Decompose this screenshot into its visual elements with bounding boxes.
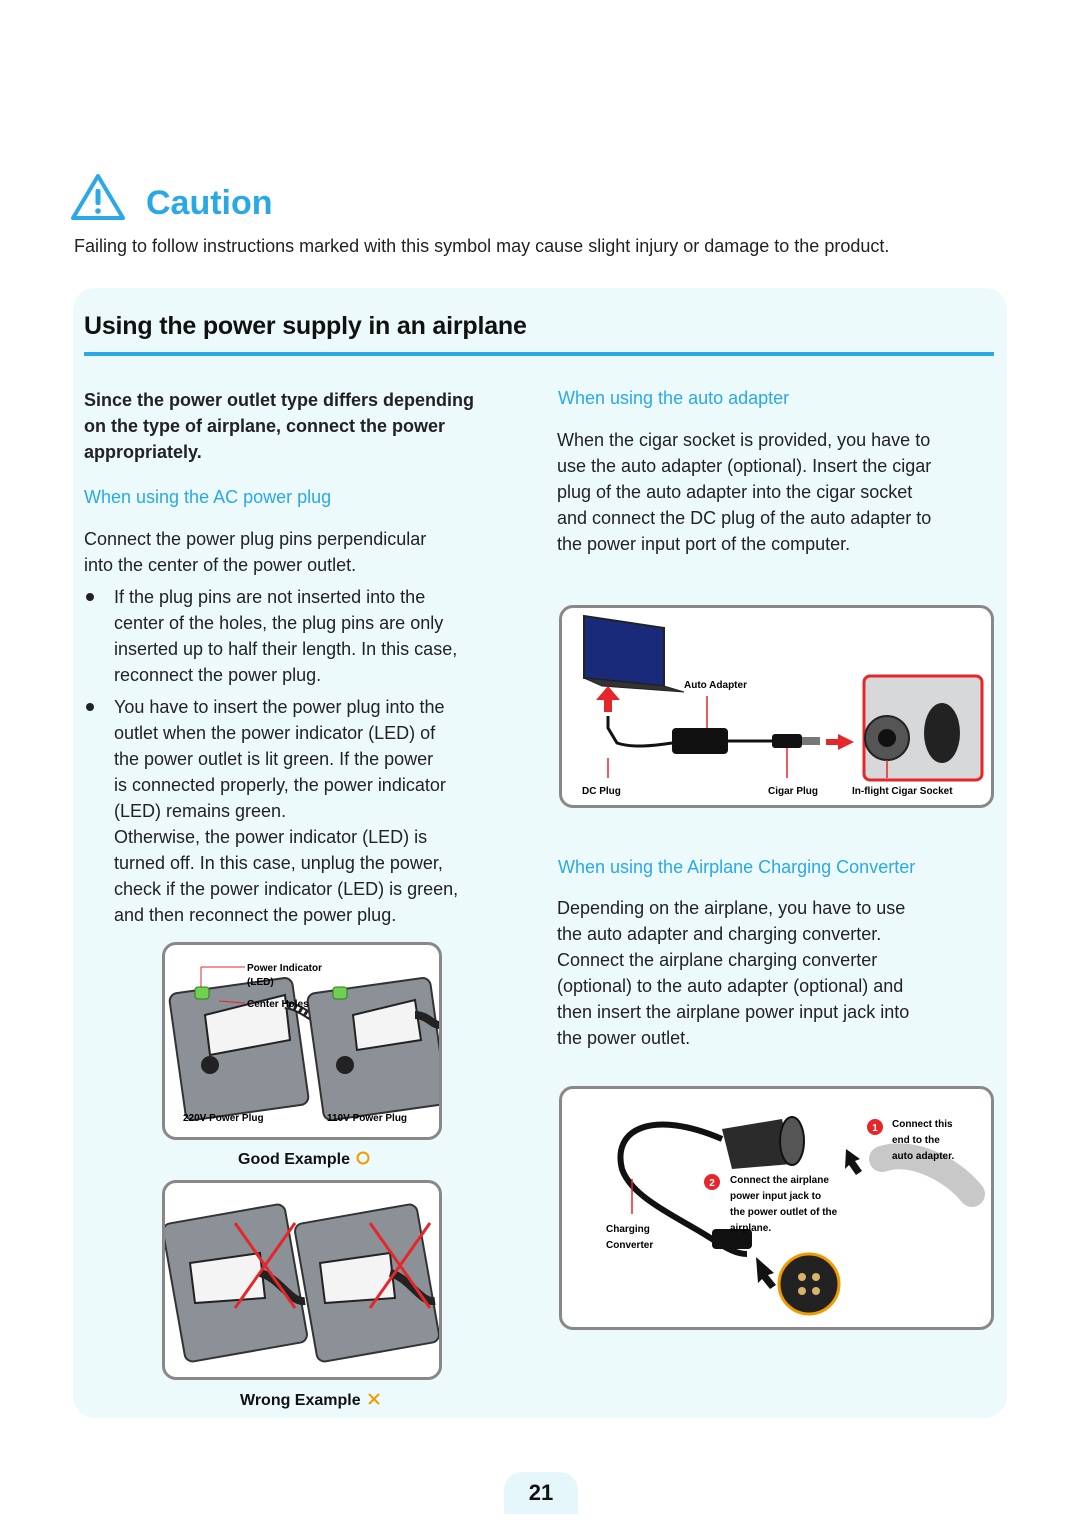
intro-line: on the type of airplane, connect the pow… [84,416,446,436]
auto-text-line: and connect the DC plug of the auto adap… [557,508,932,528]
step2-line: the power outlet of the [730,1207,838,1218]
plug-110-label: 110V Power Plug [327,1113,407,1124]
wrong-plug-illustration [162,1203,440,1363]
wrong-example-caption: Wrong Example [240,1392,381,1410]
converter-text-line: the auto adapter and charging converter. [557,924,882,944]
center-holes-label: Center Holes [247,999,309,1010]
wrong-example-figure [162,1180,442,1380]
caution-title: Caution [146,184,273,222]
auto-adapter-label: Auto Adapter [684,680,747,691]
bullet-line: outlet when the power indicator (LED) of [114,723,436,743]
ac-bullet-2: You have to insert the power plug into t… [114,694,458,928]
cigar-plug-label: Cigar Plug [768,786,818,797]
converter-label-line: Charging [606,1224,650,1235]
bullet-line: the power outlet is lit green. If the po… [114,749,434,769]
section-divider [84,352,994,356]
page-number-tab [504,1472,578,1514]
bullet-line: If the plug pins are not inserted into t… [114,587,426,607]
auto-text-line: When the cigar socket is provided, you h… [557,430,931,450]
cigar-socket-label: In-flight Cigar Socket [852,786,953,797]
bullet-line: reconnect the power plug. [114,665,322,685]
intro-line: Since the power outlet type differs depe… [84,390,475,410]
step2-line: Connect the airplane [730,1175,829,1186]
step1-number: 1 [872,1123,878,1134]
dc-plug-label: DC Plug [582,786,621,797]
bullet-line: center of the holes, the plug pins are o… [114,613,444,633]
bullet-dot [86,593,94,601]
plug-220-label: 220V Power Plug [183,1113,264,1124]
bullet-dot [86,703,94,711]
auto-text-line: use the auto adapter (optional). Insert … [557,456,932,476]
bullet-line: (LED) remains green. [114,801,287,821]
section-title: Using the power supply in an airplane [84,312,527,340]
bullet-line: is connected properly, the power indicat… [114,775,446,795]
step2-line: power input jack to [730,1191,821,1202]
ac-heading: When using the AC power plug [84,487,332,507]
converter-heading: When using the Airplane Charging Convert… [558,857,916,877]
ac-text-line: into the center of the power outlet. [84,555,357,575]
converter-text-line: (optional) to the auto adapter (optional… [557,976,904,996]
converter-text: Depending on the airplane, you have to u… [557,895,909,1051]
auto-adapter-illustration: Auto Adapter DC Plug Cigar Plug In-fligh… [582,614,984,797]
page-number: 21 [528,1480,554,1505]
intro-line: appropriately. [84,442,202,462]
converter-text-line: Depending on the airplane, you have to u… [557,898,906,918]
ac-text: Connect the power plug pins perpendicula… [84,526,426,578]
wrong-example-label: Wrong Example [240,1392,361,1409]
caution-description: Failing to follow instructions marked wi… [74,236,890,256]
converter-text-line: the power outlet. [557,1028,691,1048]
good-example-figure: Power Indicator (LED) Center Holes 220V … [162,942,448,1140]
step2-line: airplane. [730,1223,771,1234]
converter-text-line: Connect the airplane charging converter [557,950,878,970]
good-example-caption: Good Example [238,1151,370,1169]
charging-converter-figure: 1 2 Connect this end to the auto adapter… [559,1086,994,1330]
bullet-line: turned off. In this case, unplug the pow… [114,853,443,873]
ac-bullet-1: If the plug pins are not inserted into t… [114,584,457,688]
auto-text-line: plug of the auto adapter into the cigar … [557,482,913,502]
step1-line: end to the [892,1135,940,1146]
bullet-line: inserted up to half their length. In thi… [114,639,458,659]
converter-text-line: then insert the airplane power input jac… [557,1002,910,1022]
good-example-label: Good Example [238,1151,351,1168]
warning-triangle-icon [71,174,125,220]
bullet-line: You have to insert the power plug into t… [114,697,445,717]
step2-number: 2 [709,1178,715,1189]
step1-line: auto adapter. [892,1151,954,1162]
auto-adapter-figure: Auto Adapter DC Plug Cigar Plug In-fligh… [559,605,994,808]
step1-line: Connect this [892,1119,953,1130]
auto-text: When the cigar socket is provided, you h… [557,427,931,557]
circle-correct-icon [356,1151,370,1165]
charging-converter-illustration: 1 2 Connect this end to the auto adapter… [606,1116,985,1316]
converter-label-line: Converter [606,1240,653,1251]
bullet-line: check if the power indicator (LED) is gr… [114,879,459,899]
auto-heading: When using the auto adapter [558,388,790,408]
ac-text-line: Connect the power plug pins perpendicula… [84,529,427,549]
led-label-line1: Power Indicator [247,963,322,974]
led-label-line2: (LED) [247,977,274,988]
auto-text-line: the power input port of the computer. [557,534,851,554]
intro-text: Since the power outlet type differs depe… [84,387,474,465]
cross-wrong-icon [368,1393,380,1405]
bullet-line: Otherwise, the power indicator (LED) is [114,827,428,847]
bullet-line: and then reconnect the power plug. [114,905,397,925]
good-plug-illustration: Power Indicator (LED) Center Holes 220V … [168,963,448,1124]
